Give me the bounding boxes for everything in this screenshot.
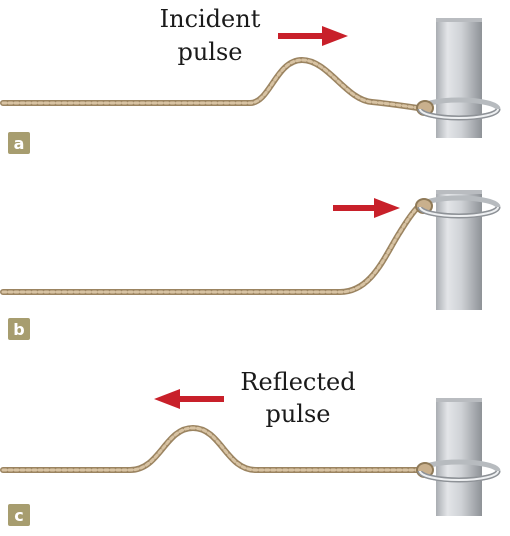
direction-arrow-right	[278, 26, 348, 46]
pole	[436, 398, 482, 516]
panel-tag: c	[8, 504, 30, 526]
panel-b: b	[0, 190, 501, 340]
direction-arrow-left	[154, 389, 224, 409]
pole	[436, 190, 482, 310]
panel-tag: a	[8, 132, 30, 154]
rope	[0, 204, 421, 295]
caption-line-1: Reflected	[240, 368, 355, 396]
rope	[0, 56, 421, 111]
svg-text:b: b	[13, 320, 24, 339]
panel-tag: b	[8, 318, 30, 340]
direction-arrow-right	[333, 198, 400, 218]
caption-line-2: pulse	[177, 38, 242, 66]
caption-line-2: pulse	[265, 400, 330, 428]
svg-text:a: a	[14, 134, 25, 153]
rope	[0, 424, 421, 473]
caption-line-1: Incident	[160, 5, 261, 33]
svg-text:c: c	[14, 506, 23, 525]
panel-a: Incident pulse a	[0, 5, 501, 154]
panel-c: Reflected pulse c	[0, 368, 501, 526]
